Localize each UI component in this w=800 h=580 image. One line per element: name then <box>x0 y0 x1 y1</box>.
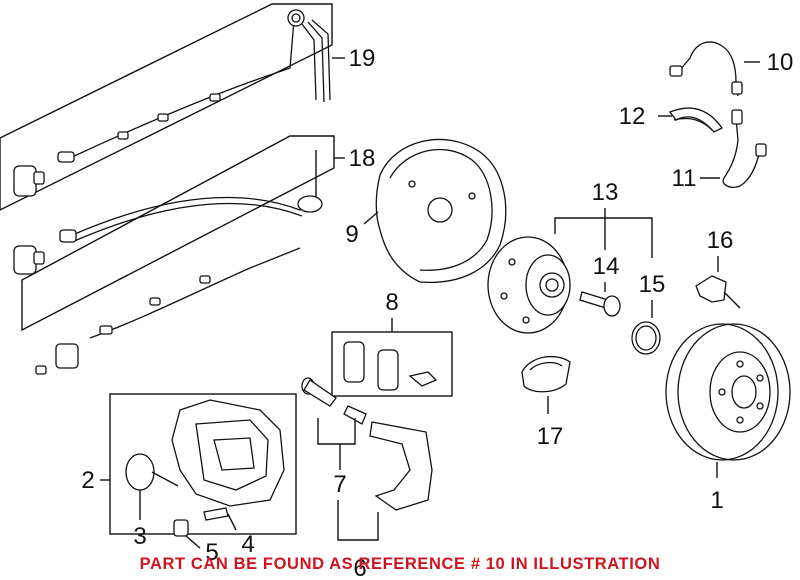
callout-labels: 1 2 3 4 5 6 7 8 9 10 11 12 13 14 15 16 1… <box>81 45 793 580</box>
caliper-spring <box>125 453 179 520</box>
brake-pad-set <box>331 318 453 397</box>
guide-pin <box>301 377 367 425</box>
sensor-wire-panel-19 <box>0 3 345 211</box>
callout-13: 13 <box>592 179 619 206</box>
callout-12: 12 <box>619 103 646 130</box>
callout-14: 14 <box>593 253 620 280</box>
brake-line <box>700 109 767 188</box>
sensor-wire-19a <box>13 9 331 197</box>
callout-15: 15 <box>639 271 666 298</box>
callout-8: 8 <box>385 289 398 316</box>
sensor-wire-18b <box>35 247 301 375</box>
dust-shield <box>363 138 507 284</box>
callout-1: 1 <box>710 487 723 514</box>
sensor-wire-18a <box>13 150 323 275</box>
callout-9: 9 <box>345 221 358 248</box>
hub-bolt <box>579 282 621 317</box>
callout-18: 18 <box>349 145 376 172</box>
grommet <box>521 355 571 414</box>
brake-rotor <box>665 323 791 478</box>
reference-notice: PART CAN BE FOUND AS REFERENCE # 10 IN I… <box>139 555 661 573</box>
callout-2: 2 <box>81 467 94 494</box>
hose-clip <box>658 107 723 133</box>
callout-6: 6 <box>353 555 366 580</box>
caliper-box <box>100 393 297 549</box>
bleeder-screw <box>203 507 237 531</box>
bleeder-cap <box>173 519 201 549</box>
caliper-bracket <box>301 377 433 541</box>
brake-hose <box>669 41 760 97</box>
sensor-wire-panel-18 <box>13 135 345 375</box>
callout-4: 4 <box>241 531 254 558</box>
callout-7: 7 <box>333 471 346 498</box>
hub-bracket <box>554 208 653 258</box>
callout-11: 11 <box>672 165 697 192</box>
callout-5: 5 <box>205 539 218 566</box>
callout-19: 19 <box>349 45 376 72</box>
callout-10: 10 <box>767 49 794 76</box>
brake-caliper <box>171 399 285 507</box>
callout-3: 3 <box>133 523 146 550</box>
wheel-hub <box>487 236 571 334</box>
callout-16: 16 <box>707 227 734 254</box>
callout-17: 17 <box>537 423 564 450</box>
hub-cap <box>631 300 661 355</box>
abs-sensor <box>695 256 741 309</box>
